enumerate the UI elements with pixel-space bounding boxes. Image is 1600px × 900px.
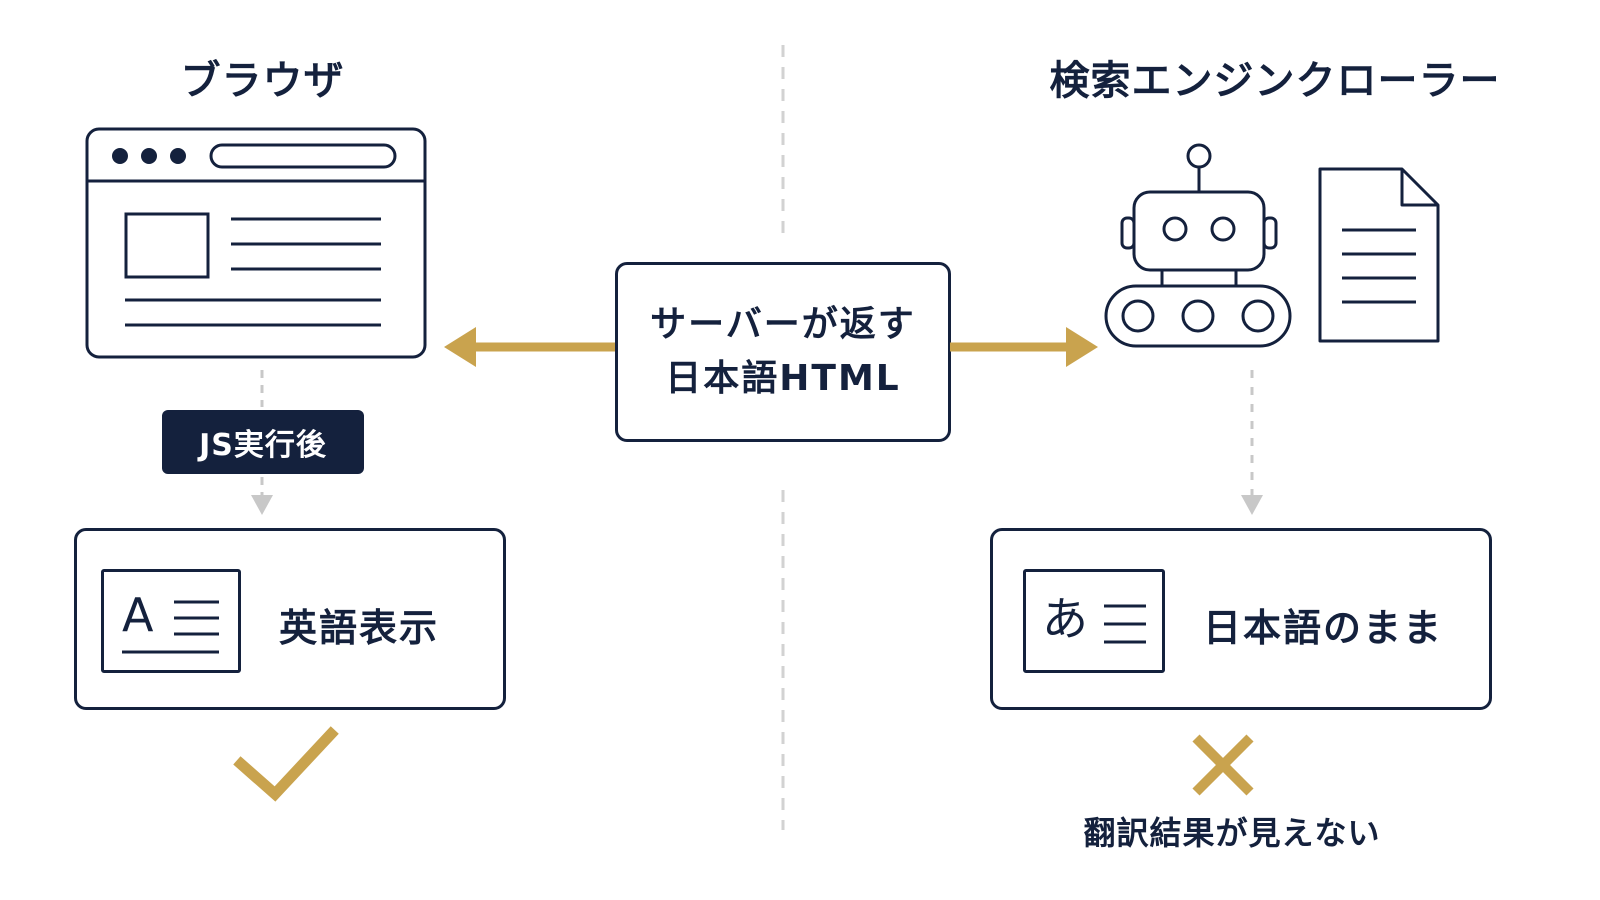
crawler-title: 検索エンジンクローラー (1049, 58, 1501, 104)
english-glyph: A (122, 588, 154, 642)
js-executed-badge: JS実行後 (162, 410, 364, 474)
english-display-label: 英語表示 (279, 606, 440, 650)
browser-result-box: A 英語表示 (74, 528, 506, 710)
right-arrow (950, 327, 1098, 367)
robot-icon (1104, 143, 1292, 348)
browser-window-icon (85, 127, 427, 359)
text-lines-icon (122, 600, 219, 654)
check-icon (233, 726, 339, 802)
crawler-result-box: あ 日本語のまま (990, 528, 1492, 710)
browser-title: ブラウザ (180, 58, 345, 104)
cross-icon (1192, 734, 1254, 796)
english-text-icon: A (101, 569, 241, 673)
translation-not-visible-caption: 翻訳結果が見えない (1083, 814, 1381, 852)
japanese-as-is-label: 日本語のまま (1203, 606, 1444, 650)
server-line-2: 日本語HTML (665, 358, 901, 399)
browser-connector (251, 370, 273, 515)
left-arrow (444, 327, 618, 367)
server-response-box: サーバーが返す 日本語HTML (615, 262, 951, 442)
document-icon (1318, 167, 1440, 343)
text-lines-icon (1104, 604, 1146, 644)
japanese-glyph: あ (1042, 592, 1088, 646)
server-line-1: サーバーが返す (650, 304, 916, 345)
japanese-text-icon: あ (1023, 569, 1165, 673)
crawler-connector (1241, 370, 1263, 515)
